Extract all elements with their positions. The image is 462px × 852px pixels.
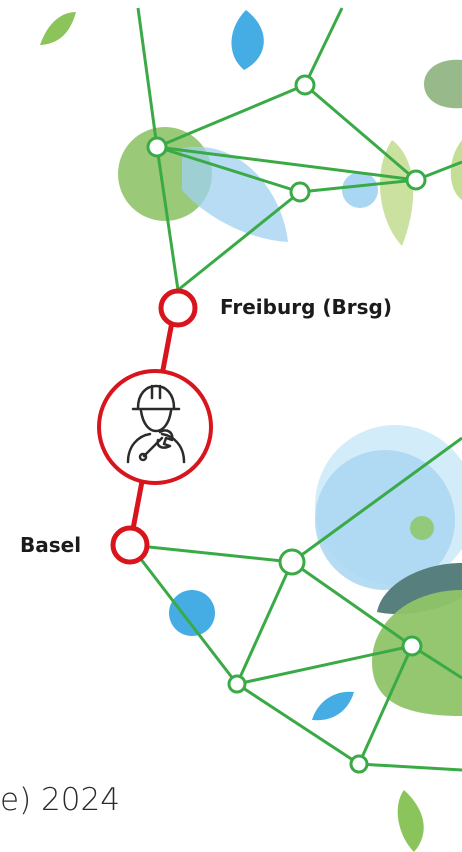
circle-blue-mid — [169, 590, 215, 636]
shape-gray-green — [424, 59, 462, 109]
station-node-freiburg — [158, 288, 198, 328]
footer-year-text: e) 2024 — [0, 782, 120, 818]
leaf-green-pale — [379, 140, 414, 246]
network-node — [278, 548, 306, 576]
network-node — [405, 169, 427, 191]
network-node — [227, 674, 247, 694]
network-lines — [128, 7, 462, 772]
station-label-freiburg: Freiburg (Brsg) — [220, 295, 392, 319]
leaf-green-bottom — [397, 790, 424, 852]
station-label-basel: Basel — [20, 533, 82, 557]
station-node-basel — [110, 525, 150, 565]
circle-blue-small — [342, 172, 378, 208]
leaf-edge-right — [450, 140, 462, 200]
network-node — [146, 136, 168, 158]
leaf-blue-bottom — [312, 691, 354, 721]
circle-blue-light — [315, 450, 455, 590]
network-nodes — [146, 74, 427, 774]
network-node — [294, 74, 316, 96]
network-node — [289, 181, 311, 203]
network-node — [401, 635, 423, 657]
construction-worker-wrench-icon — [126, 384, 186, 464]
leaf-top-left — [40, 12, 76, 45]
network-node — [349, 754, 369, 774]
construction-marker — [97, 369, 213, 485]
leaf-blue-top — [231, 10, 264, 70]
circle-green-dot — [410, 516, 434, 540]
leaf-blue-large — [182, 146, 288, 242]
